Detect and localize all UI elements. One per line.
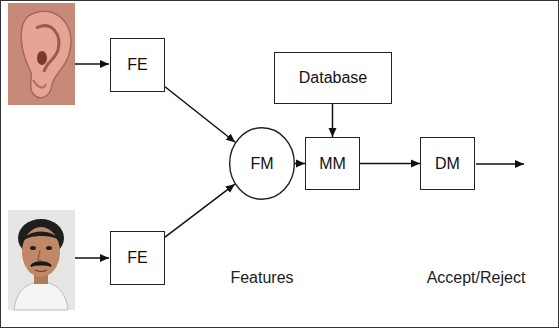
process-box: FE bbox=[110, 38, 165, 92]
text-group: FM bbox=[250, 154, 273, 173]
flow-arrow bbox=[360, 163, 420, 165]
input-arrow bbox=[75, 63, 109, 65]
flow-arrow bbox=[165, 184, 235, 237]
node-text: FE bbox=[127, 55, 147, 74]
caption-label: Features bbox=[228, 268, 295, 287]
process-box: MM bbox=[305, 137, 360, 190]
text-group: FE bbox=[127, 248, 147, 267]
node-text: DM bbox=[435, 154, 460, 173]
text-group: DM bbox=[435, 154, 460, 173]
process-box: FE bbox=[110, 231, 165, 285]
database-box: Database bbox=[274, 52, 392, 104]
node-text: MM bbox=[319, 154, 346, 173]
text-group: Database bbox=[299, 68, 368, 87]
output-arrow bbox=[476, 163, 524, 165]
text-group: MM bbox=[319, 154, 346, 173]
process-box: DM bbox=[420, 137, 475, 190]
ear-photo bbox=[8, 3, 75, 105]
face-photo bbox=[8, 210, 75, 310]
node-text: FE bbox=[127, 248, 147, 267]
text-group: FE bbox=[127, 55, 147, 74]
input-arrow bbox=[75, 257, 109, 259]
fusion-circle: FM bbox=[229, 127, 295, 200]
node-text: FM bbox=[250, 154, 273, 173]
node-text: Database bbox=[299, 68, 368, 87]
flow-arrow bbox=[295, 163, 305, 165]
flow-arrow bbox=[165, 87, 235, 143]
caption-label: Accept/Reject bbox=[425, 268, 528, 287]
flow-arrow bbox=[332, 104, 334, 137]
